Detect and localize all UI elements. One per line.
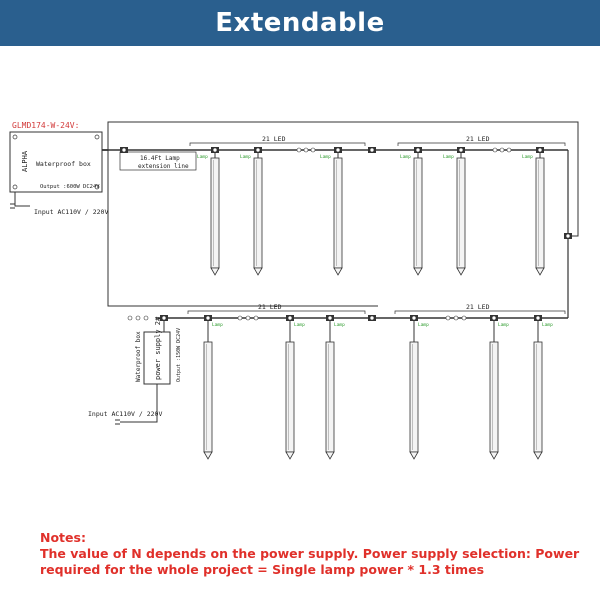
svg-text:Lamp: Lamp: [212, 322, 223, 328]
led-label-bottom-left: 21 LED: [258, 303, 282, 311]
svg-text:Lamp: Lamp: [418, 322, 429, 328]
svg-text:Lamp: Lamp: [522, 154, 533, 160]
notes-line-1: The value of N depends on the power supp…: [40, 546, 580, 561]
notes-line-2: required for the whole project = Single …: [40, 562, 485, 577]
notes-heading: Notes:: [40, 530, 86, 545]
wiring-diagram-svg: GLMD174-W-24V: ALPHA Waterproof box Outp…: [9, 121, 579, 460]
box2-output: Output :150W DC24V: [176, 328, 182, 382]
header-banner: Extendable: [0, 0, 600, 46]
page-title: Extendable: [215, 8, 385, 38]
svg-text:Lamp: Lamp: [294, 322, 305, 328]
box1-output: Output :600W DC24V: [40, 184, 100, 190]
input-label-1: Input AC110V / 220V: [34, 208, 108, 216]
led-label-top-left: 21 LED: [262, 135, 286, 143]
wiring-diagram: GLMD174-W-24V: ALPHA Waterproof box Outp…: [0, 46, 600, 476]
bottom-lamp-row: [203, 314, 543, 460]
top-lamp-row: [210, 146, 545, 276]
led-label-bottom-right: 21 LED: [466, 303, 490, 311]
waterproof-box-1: [9, 131, 103, 193]
model-label: GLMD174-W-24V:: [12, 121, 79, 130]
box2-title: Waterproof box: [135, 331, 142, 382]
svg-text:Lamp: Lamp: [334, 322, 345, 328]
svg-text:Lamp: Lamp: [400, 154, 411, 160]
svg-text:Lamp: Lamp: [240, 154, 251, 160]
extension-label-line1: 16.4Ft Lamp: [140, 155, 180, 162]
box1-brand: ALPHA: [21, 150, 29, 172]
led-label-top-right: 21 LED: [466, 135, 490, 143]
svg-text:Lamp: Lamp: [197, 154, 208, 160]
svg-text:Lamp: Lamp: [498, 322, 509, 328]
box1-label: Waterproof box: [36, 160, 91, 168]
notes-block: Notes: The value of N depends on the pow…: [40, 530, 590, 578]
box2-label: power supply 2#: [154, 316, 162, 380]
svg-text:Lamp: Lamp: [542, 322, 553, 328]
svg-text:Lamp: Lamp: [320, 154, 331, 160]
input-label-2: Input AC110V / 220V: [88, 410, 162, 418]
svg-text:Lamp: Lamp: [443, 154, 454, 160]
extension-label-line2: extension line: [138, 163, 189, 170]
